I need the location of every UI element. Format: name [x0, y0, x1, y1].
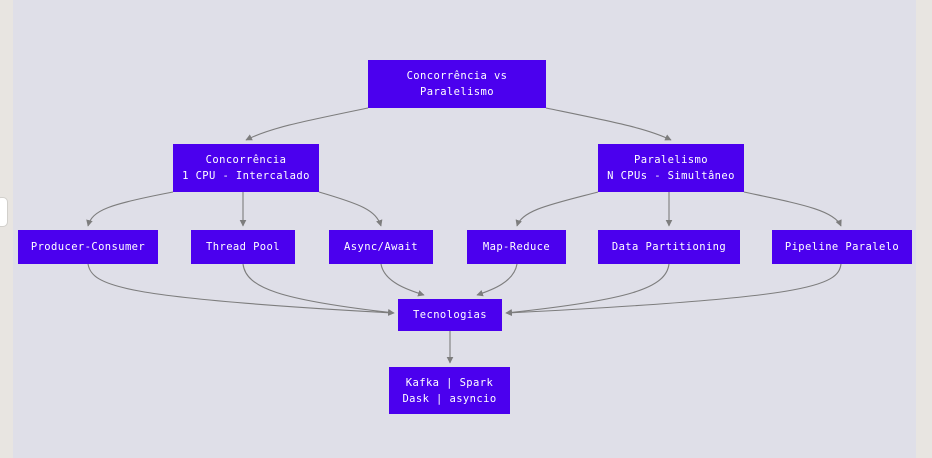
- node-stack[interactable]: Kafka | Spark Dask | asyncio: [389, 367, 510, 414]
- node-producer-consumer-label: Producer-Consumer: [30, 241, 146, 253]
- node-thread-pool[interactable]: Thread Pool: [191, 230, 295, 264]
- node-data-partitioning-label: Data Partitioning: [611, 241, 727, 253]
- node-async-await-label: Async/Await: [344, 241, 418, 253]
- node-tecnologias-label: Tecnologias: [413, 309, 487, 321]
- node-tecnologias[interactable]: Tecnologias: [398, 299, 502, 331]
- node-concorrencia-line-1: Concorrência: [205, 154, 287, 166]
- node-pipeline-paralelo[interactable]: Pipeline Paralelo: [772, 230, 912, 264]
- node-pipeline-paralelo-label: Pipeline Paralelo: [784, 241, 900, 253]
- node-concorrencia-line-2: 1 CPU - Intercalado: [182, 170, 310, 182]
- node-paralelismo-line-1: Paralelismo: [634, 154, 708, 166]
- node-concorrencia[interactable]: Concorrência 1 CPU - Intercalado: [173, 144, 319, 192]
- node-map-reduce[interactable]: Map-Reduce: [467, 230, 566, 264]
- node-paralelismo-line-2: N CPUs - Simultâneo: [607, 170, 735, 182]
- node-root[interactable]: Concorrência vs Paralelismo: [368, 60, 546, 108]
- node-stack-line-2: Dask | asyncio: [402, 392, 497, 405]
- node-stack-line-1: Kafka | Spark: [405, 376, 494, 389]
- node-producer-consumer[interactable]: Producer-Consumer: [18, 230, 158, 264]
- node-root-line-2: Paralelismo: [420, 86, 494, 98]
- node-map-reduce-label: Map-Reduce: [482, 241, 551, 253]
- edge-panel-handle[interactable]: [0, 197, 8, 227]
- node-paralelismo[interactable]: Paralelismo N CPUs - Simultâneo: [598, 144, 744, 192]
- node-thread-pool-label: Thread Pool: [206, 241, 280, 253]
- node-root-line-1: Concorrência vs: [406, 70, 508, 82]
- node-data-partitioning[interactable]: Data Partitioning: [598, 230, 740, 264]
- node-async-await[interactable]: Async/Await: [329, 230, 433, 264]
